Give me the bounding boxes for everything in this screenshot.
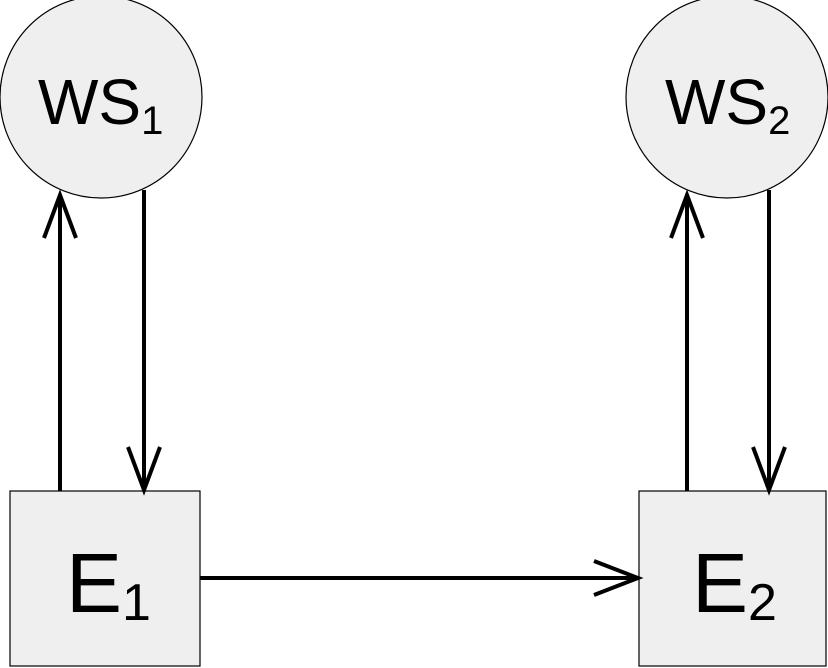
node-e1-label-main: E — [66, 536, 122, 630]
node-ws1-label: WS1 — [38, 66, 163, 143]
node-e1 — [9, 490, 201, 667]
node-ws1-label-subscript: 1 — [141, 99, 163, 143]
edge-e1-to-e2 — [200, 559, 644, 597]
node-ws2 — [625, 0, 828, 199]
node-e2-label: E2 — [692, 536, 777, 632]
arrowhead-up-icon — [42, 189, 78, 239]
node-ws1 — [0, 0, 203, 199]
edge-e1-to-ws1 — [42, 189, 78, 491]
edge-ws1-to-e1 — [126, 190, 162, 496]
node-e2-label-main: E — [692, 536, 748, 630]
edge-e2-to-ws2 — [669, 189, 705, 491]
node-ws2-label: WS2 — [665, 66, 790, 143]
arrowhead-down-icon — [751, 446, 787, 496]
node-e2 — [638, 490, 827, 667]
node-ws2-label-main: WS — [665, 66, 768, 138]
arrowhead-up-icon — [669, 189, 705, 239]
arrowhead-down-icon — [126, 446, 162, 496]
node-e1-label-subscript: 1 — [122, 574, 151, 632]
node-ws2-label-subscript: 2 — [768, 99, 790, 143]
node-e2-label-subscript: 2 — [748, 574, 777, 632]
node-e1-label: E1 — [66, 536, 151, 632]
node-ws1-label-main: WS — [38, 66, 141, 138]
arrowhead-right-icon — [593, 559, 644, 597]
edge-ws2-to-e2 — [751, 190, 787, 496]
